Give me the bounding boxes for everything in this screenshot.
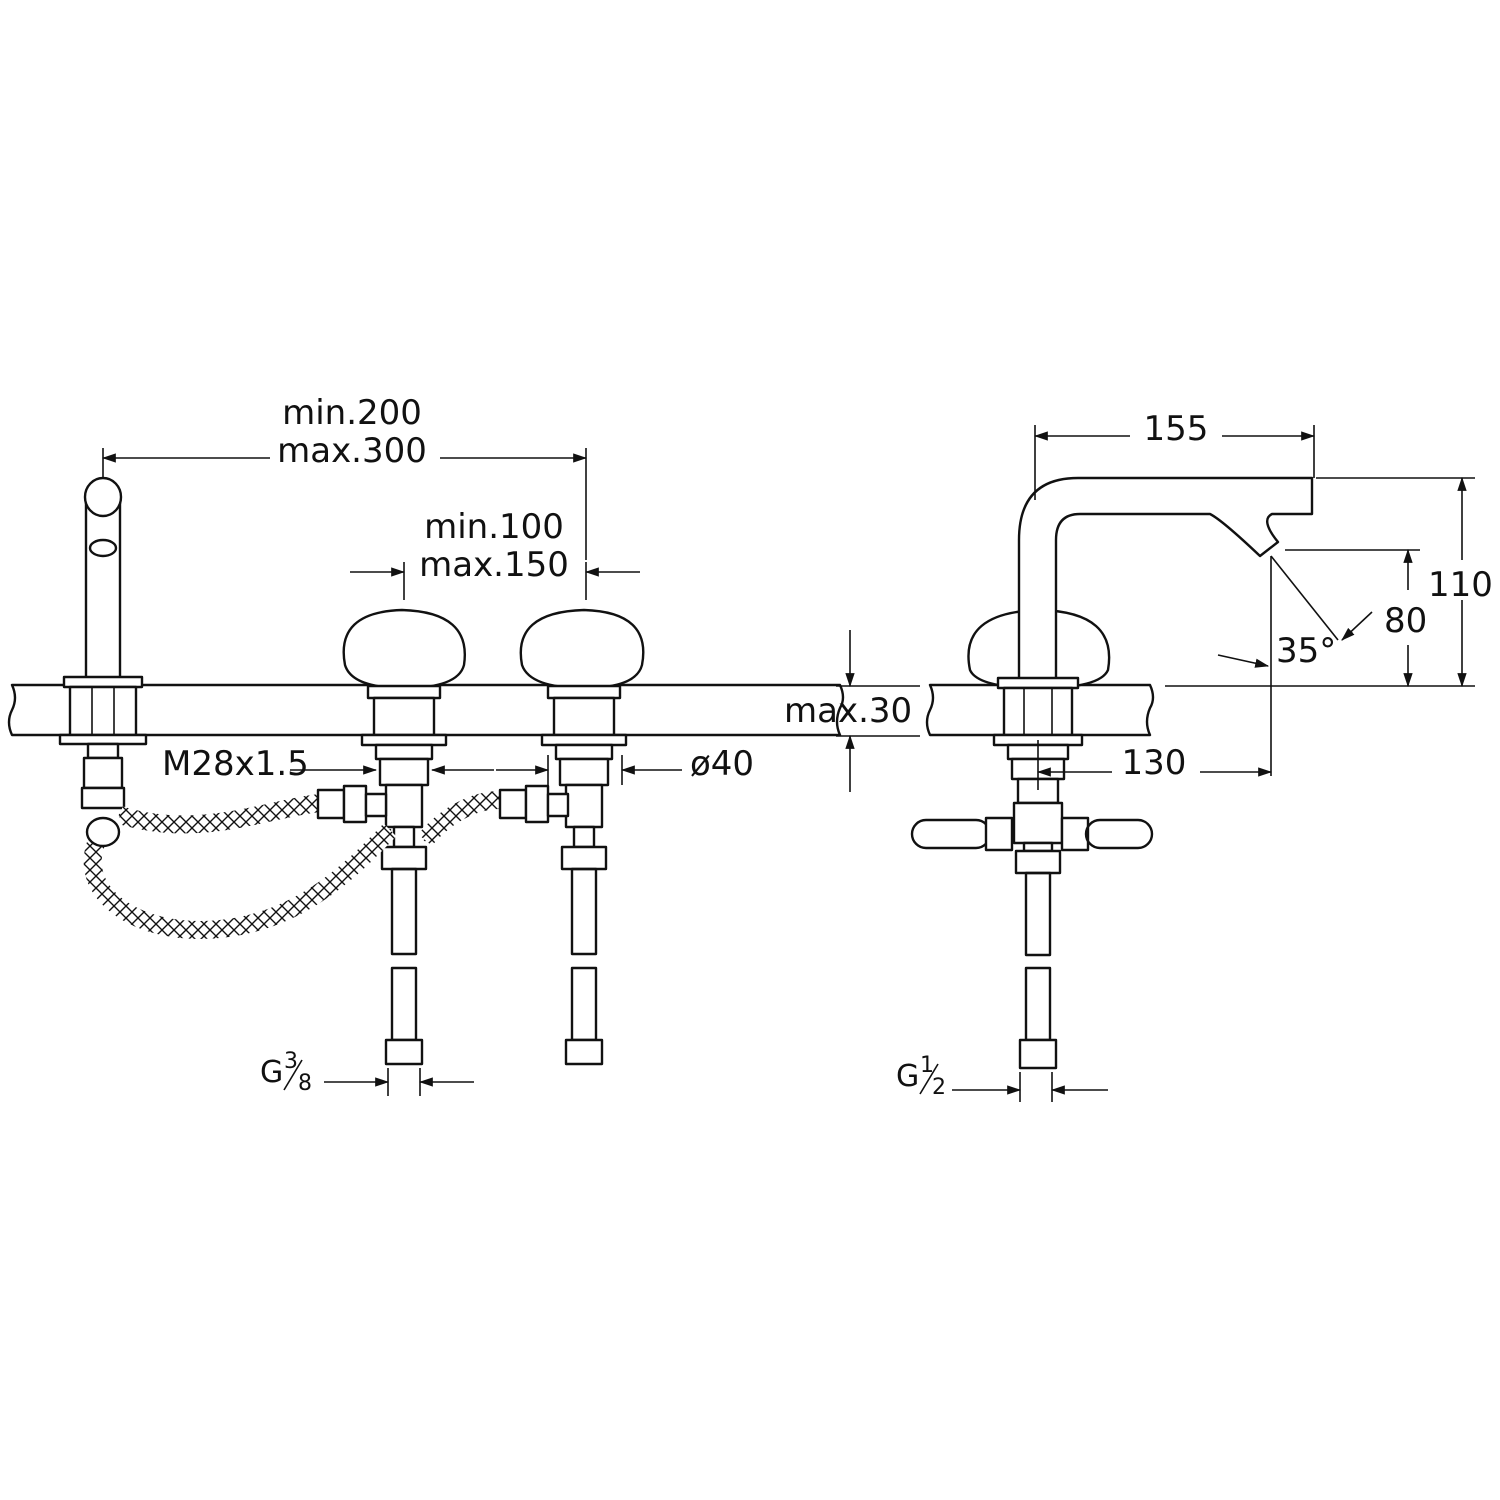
deck-slab-left: [7, 683, 845, 737]
g-left-den: 8: [298, 1071, 312, 1096]
spacing-min-label: min.100: [424, 507, 564, 547]
handle-right: [519, 608, 645, 871]
side-view-dimensions: 155 110 80 35° max.30 130 G: [784, 409, 1493, 1102]
g-right-letter: G: [896, 1059, 919, 1094]
g-left-letter: G: [260, 1055, 283, 1090]
handle-left: [342, 608, 467, 871]
centre-outlet-label: 130: [1122, 743, 1187, 783]
deck-slab-right: [925, 683, 1155, 737]
front-view: [7, 476, 845, 1066]
braided-hoses-left: [83, 784, 570, 940]
g-right-den: 2: [932, 1075, 946, 1100]
g-left-num: 3: [284, 1049, 298, 1074]
deck-thickness-label: max.30: [784, 691, 912, 731]
spread-max-label: max.300: [277, 431, 427, 471]
spout-body: [1017, 476, 1314, 682]
spacing-max-label: max.150: [419, 545, 569, 585]
thread-label: M28x1.5: [162, 744, 309, 784]
braided-hoses-right: [910, 816, 1154, 852]
side-view: [910, 476, 1314, 1070]
angle-label: 35°: [1276, 631, 1336, 671]
reach-label: 155: [1144, 409, 1209, 449]
diameter-label: ø40: [690, 744, 754, 784]
spout-column: [58, 476, 148, 810]
spread-min-label: min.200: [282, 393, 422, 433]
outlet-height-label: 80: [1384, 601, 1427, 641]
front-view-dimensions: min.200 max.300 min.100 max.150 M28x1.5 …: [101, 393, 754, 1096]
g-right-num: 1: [920, 1053, 934, 1078]
height-label: 110: [1428, 565, 1493, 605]
supply-pipes-left: [384, 867, 604, 1066]
